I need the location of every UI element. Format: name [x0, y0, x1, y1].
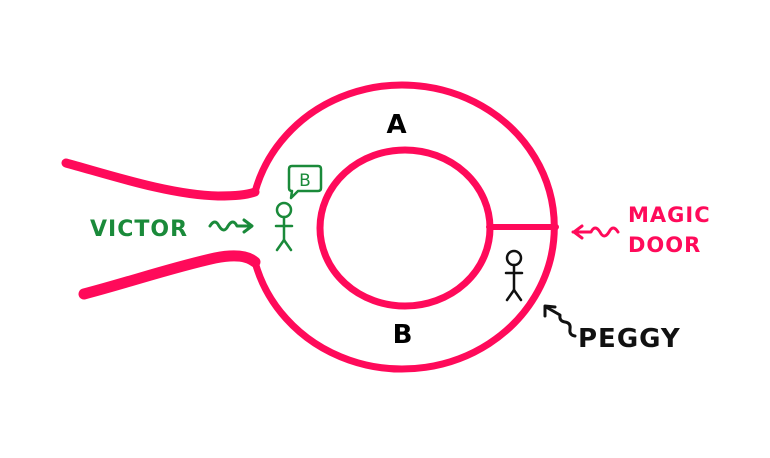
- door-arrow-icon: [571, 224, 620, 240]
- victor-arrow-icon: [208, 218, 254, 234]
- magic-door-label-line1: MAGIC: [628, 203, 711, 227]
- peggy-figure-icon: [504, 249, 524, 302]
- cave: [61, 81, 559, 373]
- cave-inner-wall: [316, 146, 494, 310]
- peggy-label: PEGGY: [578, 324, 681, 354]
- speech-bubble-icon: B: [287, 164, 323, 200]
- peggy-arrow-icon: [543, 304, 577, 338]
- path-b-label: B: [393, 320, 414, 350]
- victor-label: VICTOR: [90, 217, 188, 242]
- magic-door-label-line2: DOOR: [628, 233, 701, 257]
- tunnel-upper-wall: [61, 158, 260, 201]
- path-a-label: A: [386, 110, 407, 140]
- speech-bubble-text: B: [299, 171, 311, 191]
- victor-figure-icon: [274, 201, 294, 252]
- tunnel-lower-wall: [78, 250, 261, 300]
